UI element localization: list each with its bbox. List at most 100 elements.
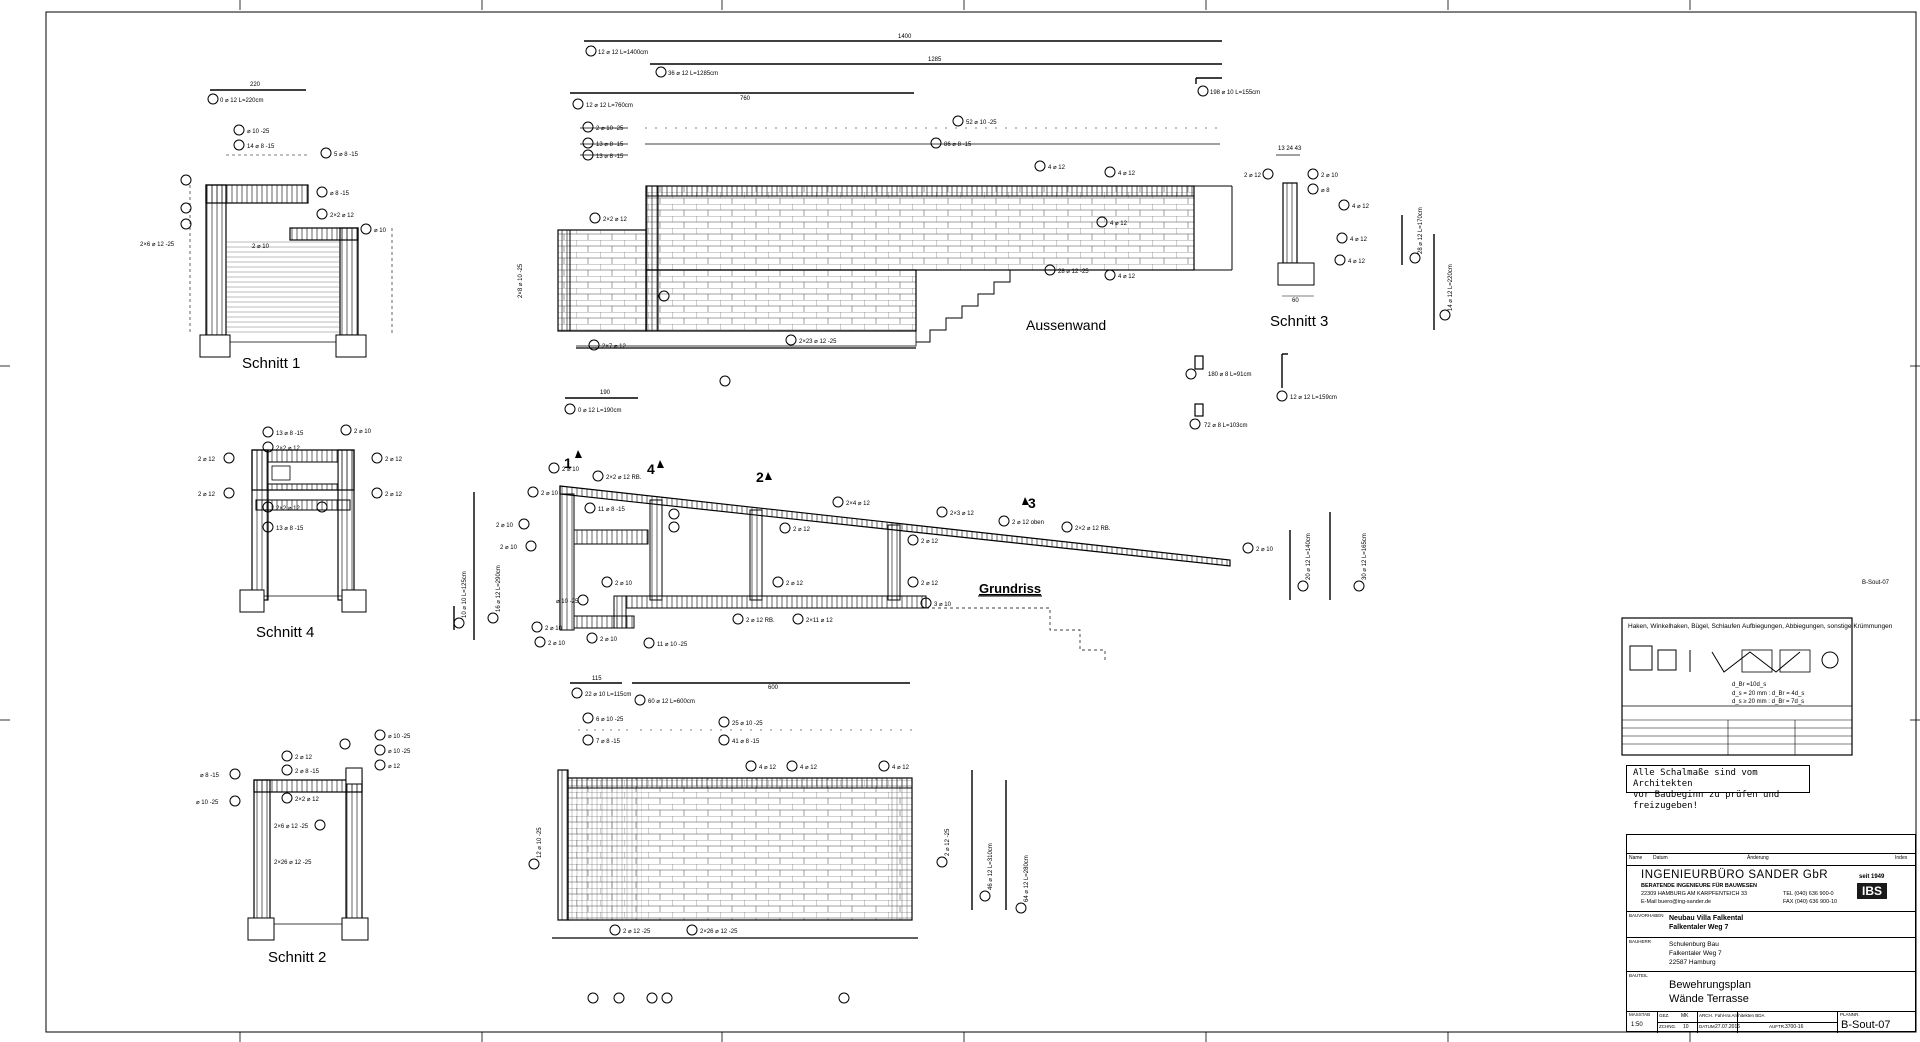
label-zchng: ZCHNG. — [1659, 1024, 1677, 1029]
svg-text:2 ⌀ 12: 2 ⌀ 12 — [295, 755, 313, 761]
section-title-schnitt-2: Schnitt 2 — [268, 949, 326, 966]
svg-text:4 ⌀ 12: 4 ⌀ 12 — [1350, 237, 1368, 243]
bending-legend: d_Br =10d_s d_s = 20 mm : d_Br = 4d_s d_… — [1621, 617, 1853, 756]
elevation-aussenwand: 1400 12 ⌀ 12 L=1400cm 1285 36 ⌀ 12 L=128… — [518, 34, 1337, 430]
svg-text:14 ⌀ 8 -15: 14 ⌀ 8 -15 — [247, 144, 275, 150]
svg-text:d_Br =10d_s: d_Br =10d_s — [1732, 682, 1766, 688]
svg-text:2 ⌀ 12 RB.: 2 ⌀ 12 RB. — [746, 618, 775, 624]
svg-text:20 ⌀ 12 L=140cm: 20 ⌀ 12 L=140cm — [1306, 533, 1312, 580]
col-name: Name — [1629, 855, 1643, 861]
svg-text:12 ⌀ 10 -25: 12 ⌀ 10 -25 — [537, 827, 543, 858]
architect-note-line-2: vor Baubeginn zu prüfen und freizugeben! — [1633, 790, 1780, 811]
svg-text:2×7 ⌀ 12: 2×7 ⌀ 12 — [602, 344, 626, 350]
svg-text:2 ⌀ 12: 2 ⌀ 12 — [1244, 173, 1262, 179]
svg-text:22 ⌀ 10 L=115cm: 22 ⌀ 10 L=115cm — [585, 692, 631, 698]
svg-text:2×3 ⌀ 12: 2×3 ⌀ 12 — [950, 511, 974, 517]
component-block: BAUTEIL Bewehrungsplan Wände Terrasse — [1627, 971, 1915, 1012]
svg-text:4 ⌀ 12: 4 ⌀ 12 — [800, 765, 818, 771]
svg-text:4 ⌀ 12: 4 ⌀ 12 — [1352, 204, 1370, 210]
svg-text:2×26 ⌀ 12 -25: 2×26 ⌀ 12 -25 — [700, 929, 738, 935]
section-schnitt-1: 220 0 ⌀ 12 L=220cm ⌀ 10 -25 14 ⌀ 8 -15 5… — [140, 82, 393, 372]
svg-text:⌀ 8: ⌀ 8 — [1321, 188, 1330, 194]
svg-text:2 ⌀ 10: 2 ⌀ 10 — [1256, 547, 1274, 553]
svg-text:2 ⌀ 12: 2 ⌀ 12 — [786, 581, 804, 587]
svg-text:2 ⌀ 10 -25: 2 ⌀ 10 -25 — [596, 126, 624, 132]
label-arch: ARCH. — [1699, 1013, 1714, 1018]
svg-text:13 ⌀ 8 -15: 13 ⌀ 8 -15 — [276, 431, 304, 437]
svg-text:2 ⌀ 10: 2 ⌀ 10 — [545, 626, 563, 632]
meta-block: MASSTAB 1:50 GEZ. MK ARCH. Fahl-Ira Arch… — [1627, 1011, 1915, 1033]
svg-text:2 ⌀ 10: 2 ⌀ 10 — [548, 641, 566, 647]
svg-text:11 ⌀ 8 -15: 11 ⌀ 8 -15 — [598, 507, 626, 513]
svg-text:4 ⌀ 12: 4 ⌀ 12 — [1048, 165, 1066, 171]
architect: Fahl-Ira Architekten BDA — [1715, 1013, 1765, 1018]
svg-text:5 ⌀ 8 -15: 5 ⌀ 8 -15 — [334, 152, 359, 158]
svg-text:2 ⌀ 10: 2 ⌀ 10 — [1321, 173, 1339, 179]
company-since: seit 1949 — [1859, 874, 1885, 880]
svg-text:25 ⌀ 10 -25: 25 ⌀ 10 -25 — [732, 721, 763, 727]
svg-text:2 ⌀ 10: 2 ⌀ 10 — [252, 244, 270, 250]
svg-text:3: 3 — [1028, 495, 1036, 511]
col-aenderung: Änderung — [1747, 855, 1769, 861]
svg-text:2 ⌀ 8 -15: 2 ⌀ 8 -15 — [295, 769, 320, 775]
svg-text:4 ⌀ 12: 4 ⌀ 12 — [892, 765, 910, 771]
svg-text:2×2 ⌀ 12: 2×2 ⌀ 12 — [276, 446, 300, 452]
drawing-number: 10 — [1683, 1024, 1689, 1030]
elevation-title-aussenwand: Aussenwand — [1026, 317, 1106, 333]
svg-text:4 ⌀ 12: 4 ⌀ 12 — [1110, 221, 1128, 227]
svg-text:198 ⌀ 10 L=155cm: 198 ⌀ 10 L=155cm — [1210, 90, 1260, 96]
date-value: 27.07.2016 — [1715, 1024, 1741, 1030]
project-line-2: Falkentaler Weg 7 — [1669, 924, 1729, 931]
svg-text:10 ⌀ 10 L=125cm: 10 ⌀ 10 L=125cm — [462, 571, 468, 618]
label-plannr: PLANNR. — [1840, 1012, 1860, 1017]
svg-text:⌀ 10 -25: ⌀ 10 -25 — [388, 749, 411, 755]
svg-text:72 ⌀ 8 L=103cm: 72 ⌀ 8 L=103cm — [1204, 423, 1247, 429]
svg-text:2 ⌀ 12: 2 ⌀ 12 — [385, 492, 403, 498]
svg-text:⌀ 10: ⌀ 10 — [374, 228, 387, 234]
svg-text:4: 4 — [647, 461, 655, 477]
svg-text:2 ⌀ 12 -25: 2 ⌀ 12 -25 — [623, 929, 651, 935]
label-bauvorhaben: BAUVORHABEN — [1629, 913, 1664, 918]
svg-text:180 ⌀ 8 L=91cm: 180 ⌀ 8 L=91cm — [1208, 372, 1251, 378]
svg-text:2×6 ⌀ 12 -25: 2×6 ⌀ 12 -25 — [140, 242, 175, 248]
svg-text:1285: 1285 — [928, 57, 942, 63]
svg-text:2 ⌀ 12 -25: 2 ⌀ 12 -25 — [945, 828, 951, 856]
svg-text:1: 1 — [564, 455, 572, 471]
vertical-bars-right: 28 ⌀ 12 L=170cm 14 ⌀ 12 L=220cm — [1401, 207, 1454, 330]
svg-text:⌀ 10 -25: ⌀ 10 -25 — [247, 129, 270, 135]
section-title-schnitt-1: Schnitt 1 — [242, 355, 300, 372]
label-gez: GEZ. — [1659, 1013, 1670, 1018]
architect-note: Alle Schalmaße sind vom Architekten vor … — [1626, 765, 1810, 811]
project-line-1: Neubau Villa Falkental — [1669, 915, 1744, 922]
title-block: Name Datum Änderung Index INGENIEURBÜRO … — [1626, 834, 1916, 1033]
svg-text:2 ⌀ 10: 2 ⌀ 10 — [562, 467, 580, 473]
elevation-bottom: 115 22 ⌀ 10 L=115cm 600 60 ⌀ 12 L=600cm … — [528, 676, 1030, 1004]
svg-text:2×23 ⌀ 12 -25: 2×23 ⌀ 12 -25 — [799, 339, 837, 345]
svg-text:14 ⌀ 12 L=220cm: 14 ⌀ 12 L=220cm — [1448, 264, 1454, 311]
svg-text:3 ⌀ 10: 3 ⌀ 10 — [934, 602, 952, 608]
section-title-schnitt-3: Schnitt 3 — [1270, 313, 1328, 330]
svg-text:⌀ 12: ⌀ 12 — [388, 764, 401, 770]
bar-label-18: 0 ⌀ 12 L=220cm — [220, 98, 263, 104]
scale-value: 1:50 — [1631, 1022, 1643, 1028]
plan-grundriss: 1 4 2 3 Grundriss 2 ⌀ 10 2×2 ⌀ 12 RB. 2 … — [453, 450, 1890, 662]
svg-text:⌀ 10 -25: ⌀ 10 -25 — [388, 734, 411, 740]
svg-text:28 ⌀ 12 L=170cm: 28 ⌀ 12 L=170cm — [1418, 207, 1424, 254]
svg-text:4 ⌀ 12: 4 ⌀ 12 — [759, 765, 777, 771]
svg-text:13 ⌀ 8 -15: 13 ⌀ 8 -15 — [276, 526, 304, 532]
client-block: BAUHERR Schulenburg Bau Falkentaler Weg … — [1627, 937, 1915, 972]
plan-title-grundriss: Grundriss — [979, 581, 1041, 596]
svg-text:760: 760 — [740, 96, 751, 102]
company-subtitle: BERATENDE INGENIEURE FÜR BAUWESEN — [1641, 883, 1758, 889]
svg-text:2 ⌀ 10: 2 ⌀ 10 — [615, 581, 633, 587]
company-phone: TEL (040) 636 900-0 — [1783, 891, 1834, 897]
svg-text:12 ⌀ 12 L=1400cm: 12 ⌀ 12 L=1400cm — [598, 50, 648, 56]
svg-text:2×4 ⌀ 12: 2×4 ⌀ 12 — [846, 501, 870, 507]
svg-text:2 ⌀ 12: 2 ⌀ 12 — [385, 457, 403, 463]
svg-text:⌀ 8 -15: ⌀ 8 -15 — [330, 191, 350, 197]
company-fax: FAX (040) 636 900-10 — [1783, 899, 1838, 905]
client-line-2: Falkentaler Weg 7 — [1669, 950, 1722, 957]
svg-text:2×6 ⌀ 12 -25: 2×6 ⌀ 12 -25 — [274, 824, 309, 830]
svg-text:1400: 1400 — [898, 34, 912, 40]
